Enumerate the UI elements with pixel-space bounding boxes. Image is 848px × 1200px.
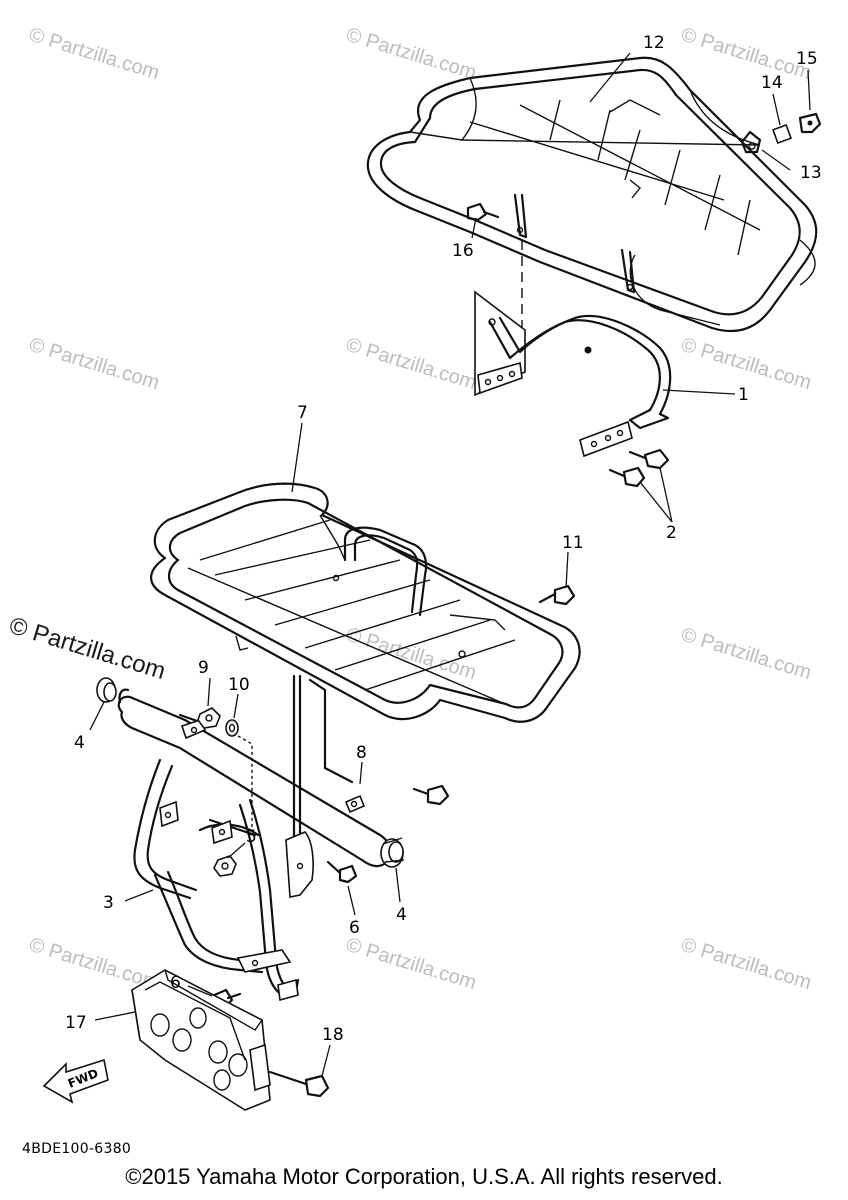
watermark: © Partzilla.com: [344, 24, 479, 84]
callout-18: 18: [322, 1025, 344, 1045]
callout-1: 1: [738, 385, 749, 405]
leader-lines: [89, 52, 811, 1077]
collar: [772, 124, 792, 144]
watermark-grid: © Partzilla.com © Partzilla.com © Partzi…: [27, 24, 814, 994]
diagram-part-code: 4BDE100-6380: [22, 1141, 132, 1157]
callout-6: 6: [170, 973, 181, 993]
callout-13: 13: [800, 163, 822, 183]
watermark: © Partzilla.com: [27, 24, 162, 84]
watermark: © Partzilla.com: [344, 334, 479, 394]
callout-8: 8: [356, 743, 367, 763]
callout-2: 2: [666, 523, 677, 543]
callout-16: 16: [452, 241, 474, 261]
callout-14: 14: [761, 73, 783, 93]
fwd-arrow: FWD: [42, 1058, 109, 1104]
callout-10: 10: [228, 675, 250, 695]
front-guard: [117, 688, 392, 1002]
callout-5: 5: [246, 827, 257, 847]
copyright-notice: ©2015 Yamaha Motor Corporation, U.S.A. A…: [125, 1164, 723, 1189]
grommets: [96, 677, 405, 868]
rear-bracket: [474, 290, 672, 458]
watermark: © Partzilla.com: [344, 934, 479, 994]
callout-11: 11: [562, 533, 584, 553]
callout-6: 6: [349, 918, 360, 938]
callout-4: 4: [74, 733, 85, 753]
callout-17: 17: [65, 1013, 87, 1033]
callout-7: 7: [297, 403, 308, 423]
callout-9: 9: [198, 658, 209, 678]
bolts-2: [608, 448, 670, 488]
callout-numbers: 1 2 3 4 4 5 6 6 7 8 9 10 11 12 13 14 15 …: [65, 33, 822, 1045]
skid-plate: [131, 969, 271, 1111]
watermark: © Partzilla.com: [679, 624, 814, 684]
callout-4: 4: [396, 905, 407, 925]
watermark: © Partzilla.com: [27, 334, 162, 394]
small-nuts: [197, 707, 239, 877]
rear-small-hardware: [466, 112, 822, 222]
watermark: © Partzilla.com: [679, 934, 814, 994]
front-carrier: [150, 482, 581, 723]
watermark: © Partzilla.com: [679, 24, 814, 84]
rear-carrier: [366, 56, 818, 332]
callout-15: 15: [796, 49, 818, 69]
callout-3: 3: [103, 893, 114, 913]
callout-12: 12: [643, 33, 665, 53]
